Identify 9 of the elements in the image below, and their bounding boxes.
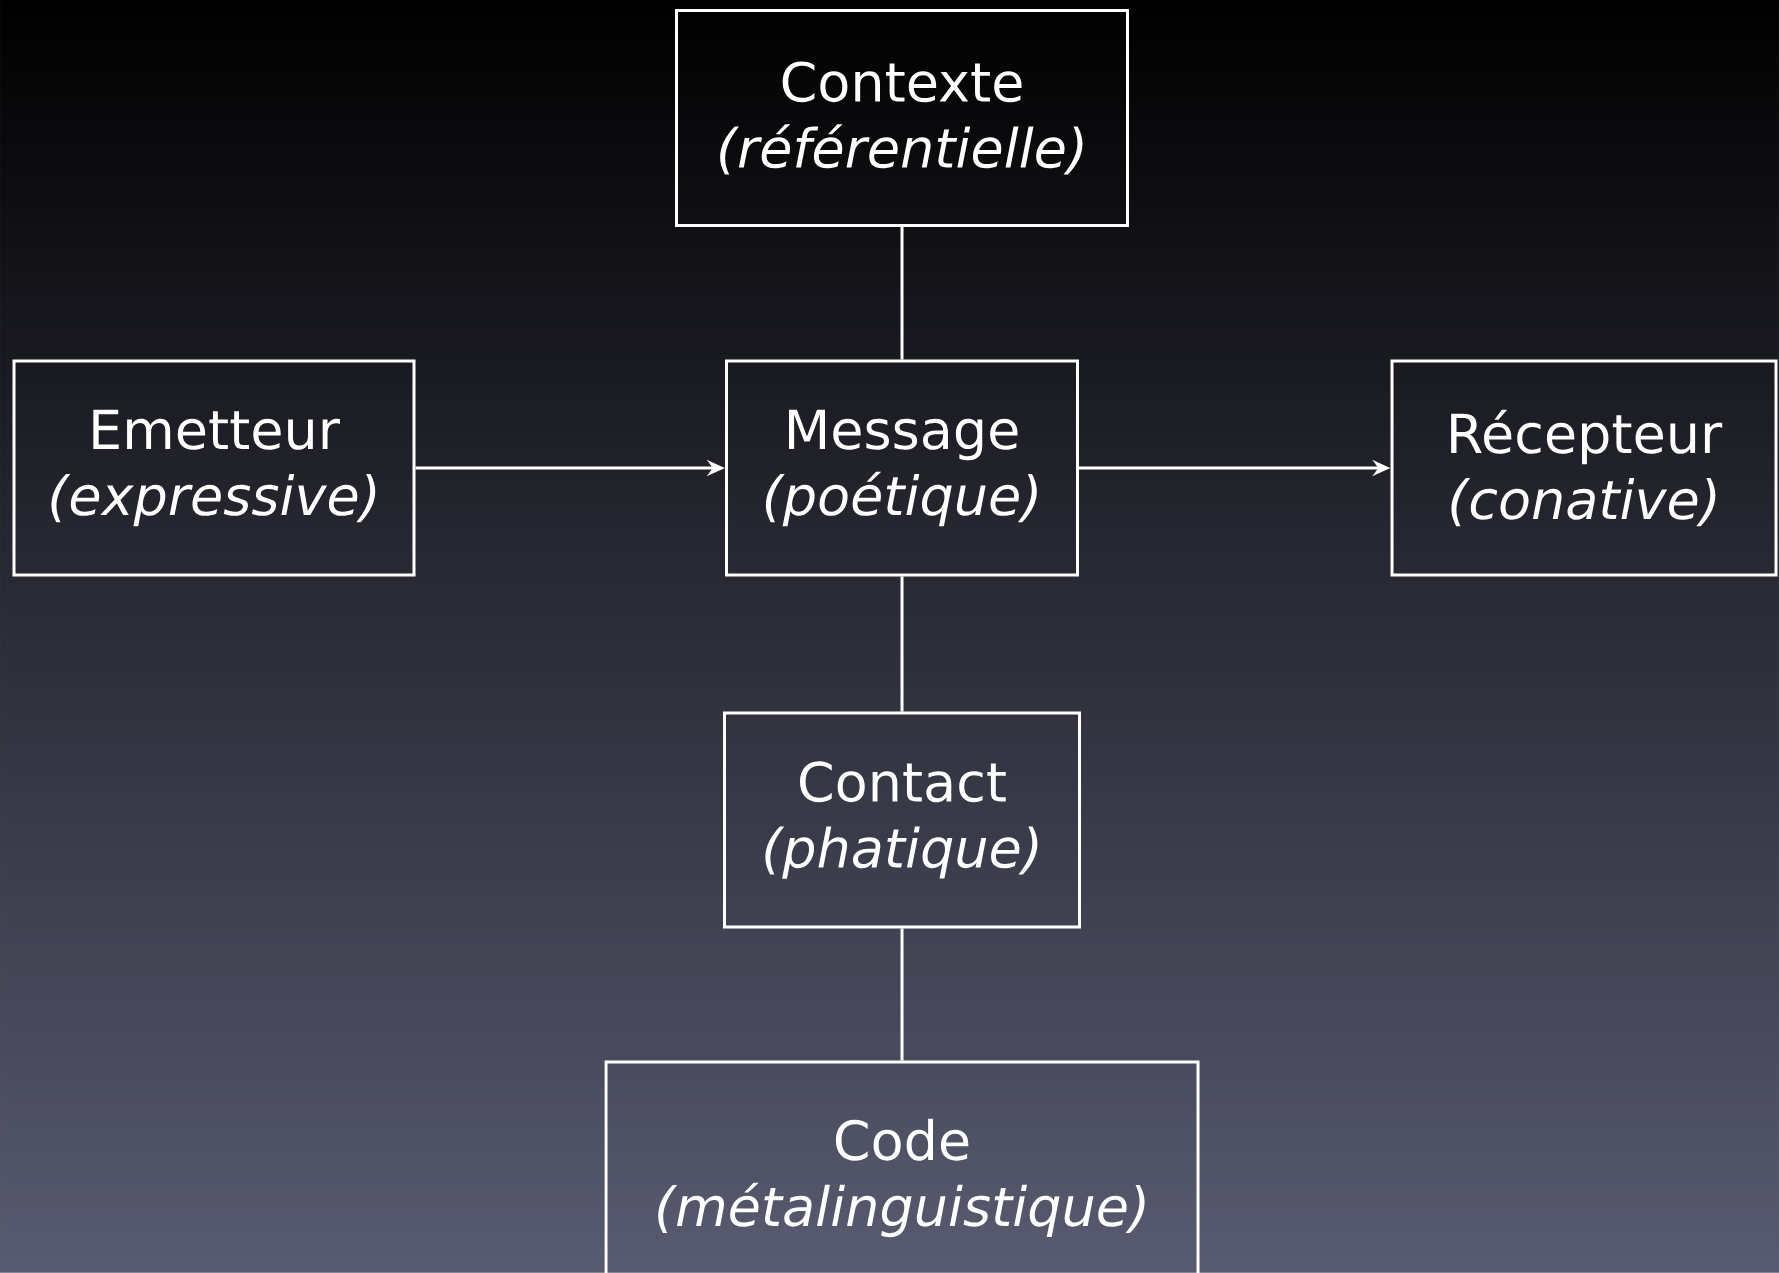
connector [900,928,904,1061]
connector [900,227,904,360]
text-box: Contexte (référentielle) [675,9,1129,227]
text-box: Contact (phatique) [723,711,1081,929]
connector [900,576,904,712]
text-box: Récepteur (conative) [1390,359,1778,577]
text-box: Emetteur (expressive) [12,359,416,577]
text-box: Code (métalinguistique) [604,1060,1200,1273]
text-box: Message (poétique) [725,359,1079,577]
